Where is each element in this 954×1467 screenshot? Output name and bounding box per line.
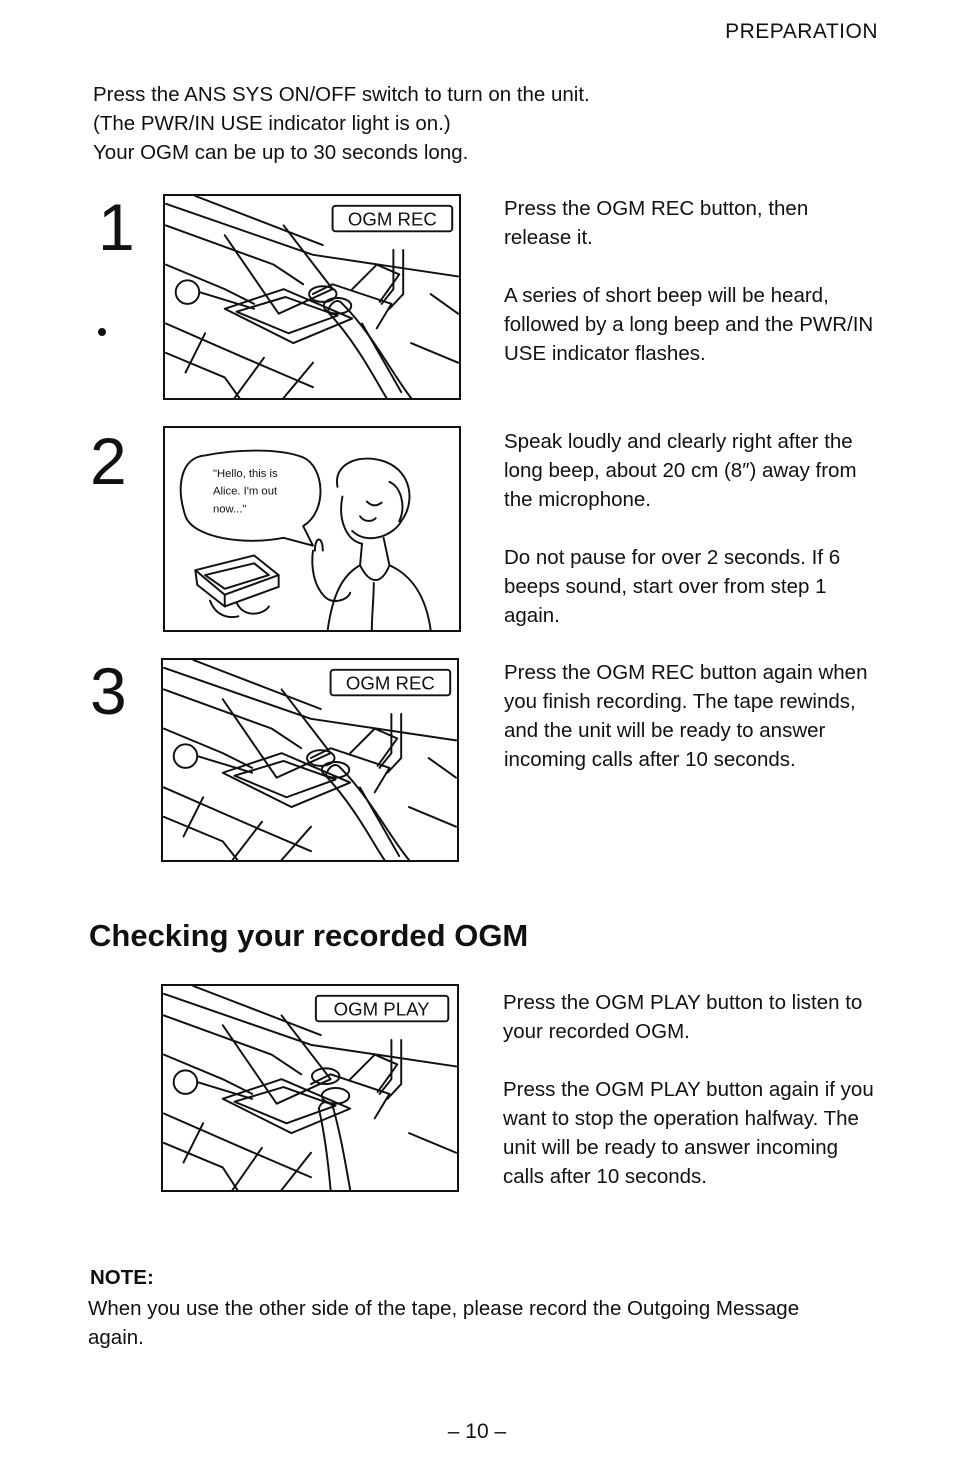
- ogm-play-label: OGM PLAY: [334, 998, 430, 1019]
- step-1-paragraph: Press the OGM REC button, then release i…: [504, 197, 809, 249]
- section-title: Checking your recorded OGM: [89, 918, 529, 953]
- bubble-line: now...": [213, 503, 246, 515]
- step-2-instructions: Speak loudly and clearly right after the…: [504, 427, 876, 630]
- step-2-illustration: "Hello, this is Alice. I'm out now...": [163, 426, 461, 632]
- step-2-paragraph: Speak loudly and clearly right after the…: [504, 430, 857, 511]
- note-label: NOTE:: [90, 1266, 154, 1289]
- ogm-rec-label: OGM REC: [346, 672, 435, 693]
- step-1-illustration: OGM REC: [163, 194, 461, 400]
- ogm-play-illustration: OGM PLAY: [161, 984, 459, 1192]
- ogm-play-instructions: Press the OGM PLAY button to listen to y…: [503, 988, 875, 1191]
- step-3-number: 3: [90, 654, 127, 728]
- intro-text: Press the ANS SYS ON/OFF switch to turn …: [93, 80, 590, 167]
- ogm-rec-button-press-drawing: OGM REC: [165, 196, 459, 398]
- ogm-rec-button-press-drawing: OGM REC: [163, 660, 457, 860]
- page-number: – 10 –: [447, 1420, 507, 1443]
- step-2-number: 2: [90, 424, 127, 498]
- intro-line: Your OGM can be up to 30 seconds long.: [93, 141, 469, 164]
- step-1-paragraph: A series of short beep will be heard, fo…: [504, 284, 874, 365]
- step-2-paragraph: Do not pause for over 2 seconds. If 6 be…: [504, 546, 841, 627]
- ogm-play-paragraph: Press the OGM PLAY button to listen to y…: [503, 991, 863, 1043]
- step-1-instructions: Press the OGM REC button, then release i…: [504, 194, 874, 368]
- bubble-line: Alice. I'm out: [213, 486, 278, 498]
- intro-line: Press the ANS SYS ON/OFF switch to turn …: [93, 83, 590, 106]
- ogm-play-paragraph: Press the OGM PLAY button again if you w…: [503, 1078, 874, 1188]
- bullet-dot: [98, 328, 106, 336]
- step-3-instructions: Press the OGM REC button again when you …: [504, 658, 876, 774]
- woman-speaking-drawing: "Hello, this is Alice. I'm out now...": [179, 449, 432, 630]
- step-3-paragraph: Press the OGM REC button again when you …: [504, 661, 868, 771]
- step-1-number: 1: [98, 190, 135, 264]
- ogm-rec-label: OGM REC: [348, 208, 437, 229]
- step-3-illustration: OGM REC: [161, 658, 459, 862]
- ogm-play-button-press-drawing: OGM PLAY: [163, 986, 457, 1190]
- intro-line: (The PWR/IN USE indicator light is on.): [93, 112, 451, 135]
- section-header: PREPARATION: [725, 20, 878, 43]
- note-text: When you use the other side of the tape,…: [88, 1297, 800, 1349]
- bubble-line: "Hello, this is: [213, 468, 278, 480]
